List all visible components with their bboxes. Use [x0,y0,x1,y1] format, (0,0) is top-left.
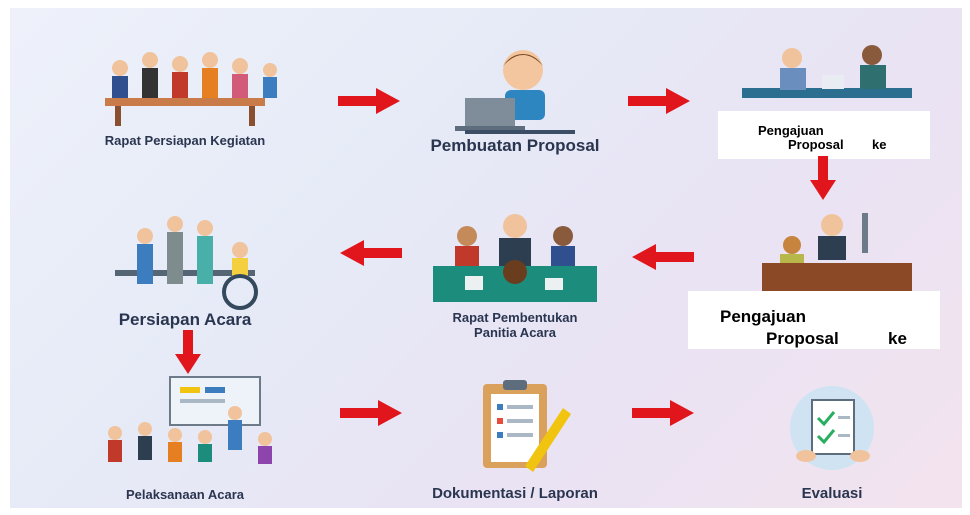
step-label: Persiapan Acara [118,310,252,329]
office-desk-illustration [722,203,942,293]
step-rapat-persiapan: Rapat Persiapan Kegiatan [75,38,295,148]
step-pembuatan-proposal: Pembuatan Proposal [405,38,625,155]
arrow-right-icon [340,400,402,426]
clipboard-checklist-illustration [405,378,625,488]
consultation-illustration [722,33,942,113]
step-evaluasi: Evaluasi [722,378,942,503]
step-persiapan-acara: Persiapan Acara [75,208,295,333]
team-preparation-illustration [75,208,295,318]
box-line-2: Proposal [766,329,839,348]
arrow-right-icon [338,88,400,114]
pengajuan-box-2: Pengajuan Proposal ke [688,291,940,349]
step-label: Rapat Persiapan Kegiatan [104,133,266,148]
arrow-left-icon [632,244,694,270]
label-line-1: Rapat Pembentukan [452,310,578,325]
step-label: Pelaksanaan Acara [125,487,245,502]
arrow-left-icon [340,240,402,266]
step-rapat-pembentukan: Rapat Pembentukan Panitia Acara [405,208,625,348]
step-label: Evaluasi [801,485,863,502]
step-label: Pembuatan Proposal [430,136,600,155]
box-line-3: ke [872,137,887,152]
flow-diagram: Rapat Persiapan Kegiatan Pembuatan Propo… [10,8,962,508]
box-line-3: ke [888,329,907,348]
evaluation-icon [722,378,942,488]
box-line-2: Proposal [788,137,844,152]
step-pelaksanaan-acara: Pelaksanaan Acara [75,373,295,503]
step-dokumentasi: Dokumentasi / Laporan [405,378,625,503]
arrow-down-icon [175,330,201,374]
presentation-illustration [75,373,295,483]
box-line-1: Pengajuan [758,123,824,138]
arrow-right-icon [628,88,690,114]
laptop-person-illustration [405,38,625,148]
step-pengajuan-2-illustration [722,203,942,293]
step-label: Dokumentasi / Laporan [432,485,598,502]
meeting-table-illustration [75,38,295,148]
pengajuan-box-1: Pengajuan Proposal ke [718,111,930,159]
arrow-down-icon [810,156,836,200]
step-label: Rapat Pembentukan Panitia Acara [405,310,625,340]
committee-meeting-illustration [405,208,625,318]
step-pengajuan-illustration [722,33,942,113]
label-line-2: Panitia Acara [474,325,556,340]
arrow-right-icon [632,400,694,426]
box-line-1: Pengajuan [720,307,806,326]
